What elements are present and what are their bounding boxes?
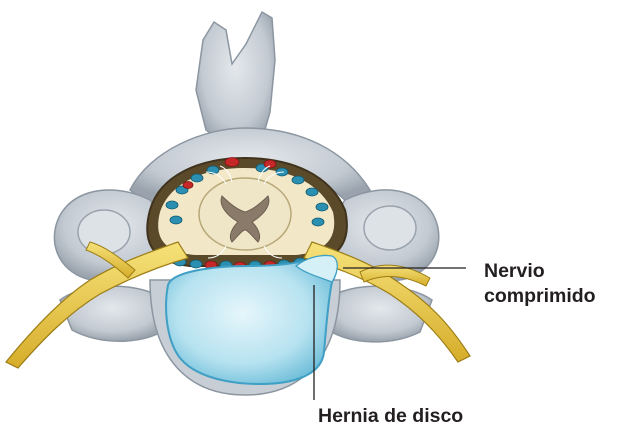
- compressed-nerve-label: Nervio comprimido: [484, 259, 596, 309]
- left-transverse-foramen: [78, 210, 130, 254]
- compressed-nerve-label-line2: comprimido: [484, 284, 596, 309]
- right-transverse-foramen: [364, 206, 416, 250]
- compressed-nerve-label-line1: Nervio: [484, 259, 596, 284]
- disc-herniation-label: Hernia de disco: [318, 404, 463, 429]
- intervertebral-disc: [166, 256, 337, 384]
